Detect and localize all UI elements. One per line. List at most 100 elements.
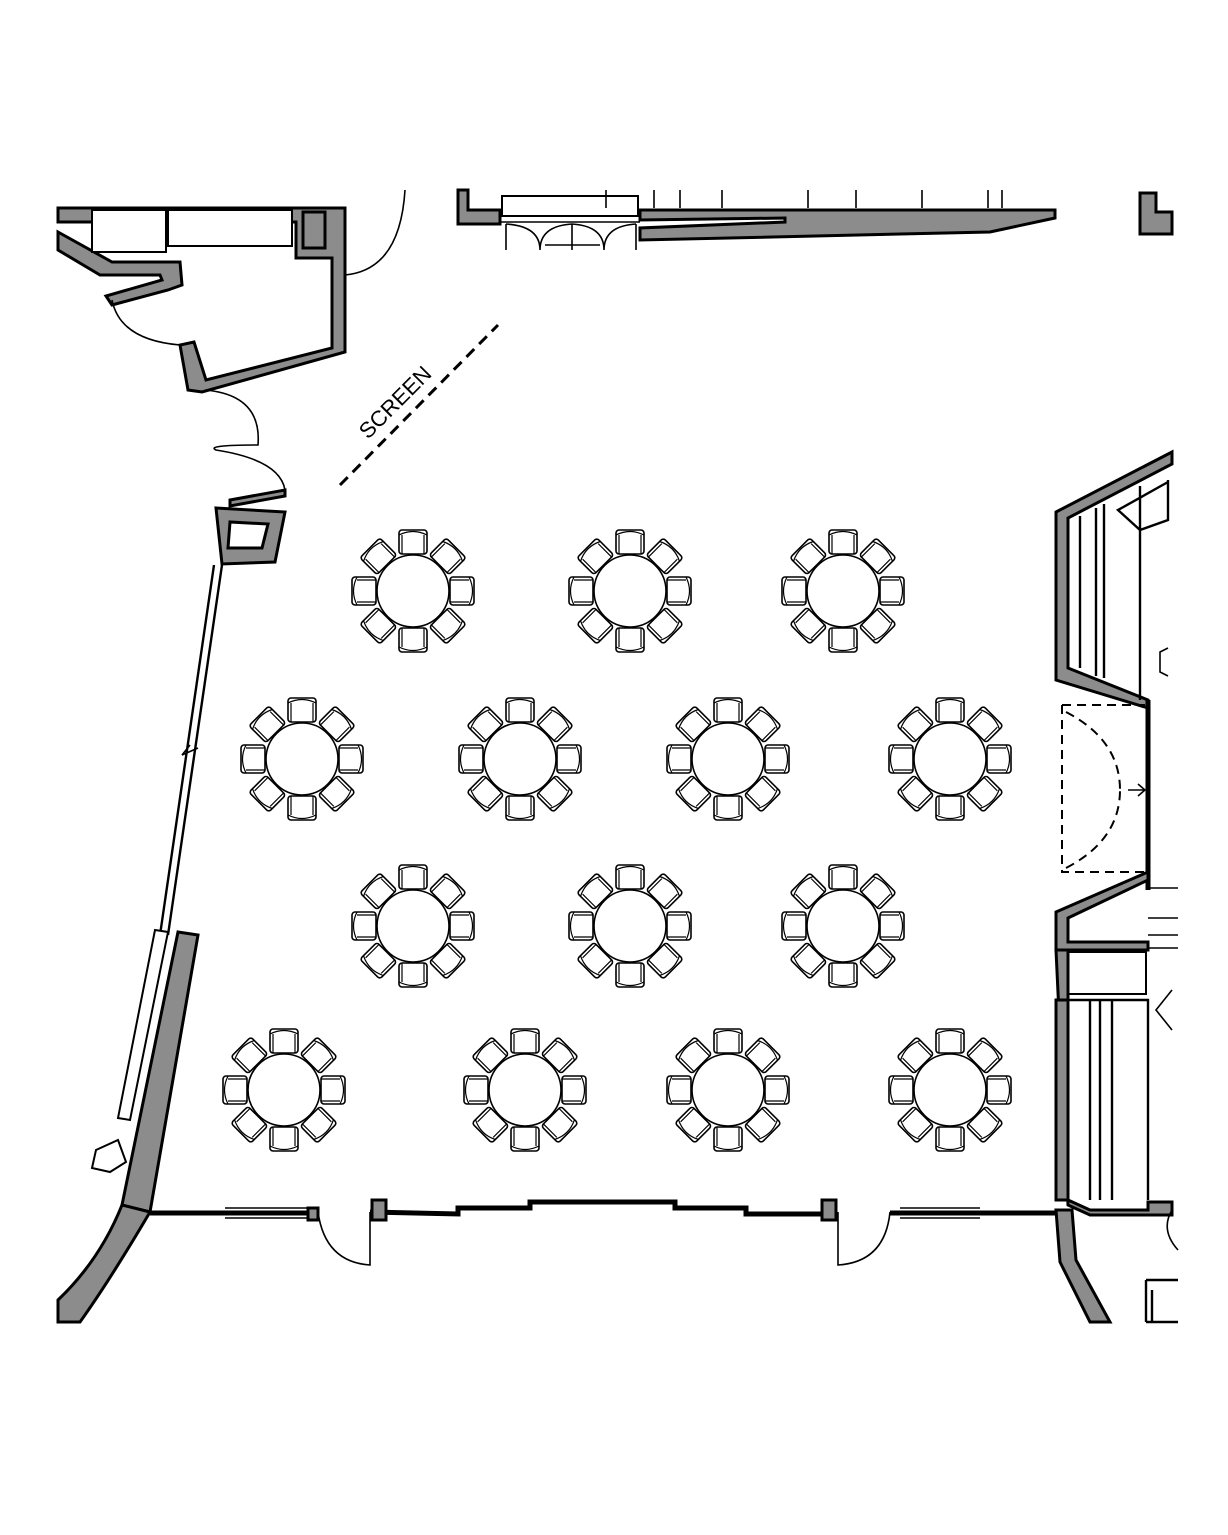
top-double-door-left	[505, 223, 573, 251]
chair	[505, 697, 535, 723]
chair	[360, 607, 397, 644]
chair	[859, 538, 896, 575]
round-table-6	[666, 697, 790, 821]
chair	[615, 962, 645, 988]
chair	[790, 942, 827, 979]
round-table-10	[781, 864, 905, 988]
chair	[888, 744, 914, 774]
chair	[790, 873, 827, 910]
chair	[615, 627, 645, 653]
top-right-door-swing	[344, 189, 406, 276]
chair	[781, 911, 807, 941]
bottom-wall-center	[369, 1199, 830, 1217]
chair	[966, 706, 1003, 743]
chair	[240, 744, 266, 774]
chair	[351, 576, 377, 606]
bottom-post-left	[306, 1206, 320, 1222]
table-top	[483, 722, 557, 796]
chair	[577, 538, 614, 575]
chair	[828, 627, 858, 653]
chair	[879, 911, 905, 941]
chair	[536, 775, 573, 812]
chair	[510, 1028, 540, 1054]
left-wall-small-segment	[228, 488, 287, 508]
round-table-2	[568, 529, 692, 653]
chair	[429, 607, 466, 644]
left-wall	[56, 389, 287, 1324]
chair	[713, 795, 743, 821]
chair	[287, 697, 317, 723]
chair	[429, 873, 466, 910]
chair	[467, 706, 504, 743]
chair	[781, 576, 807, 606]
right-lower-inner-lines	[1068, 998, 1150, 1200]
bottom-post-center-right	[820, 1198, 838, 1222]
chair	[360, 873, 397, 910]
right-middle-box	[1065, 951, 1147, 995]
table-top	[691, 1053, 765, 1127]
chair	[859, 607, 896, 644]
top-wall-opening	[501, 195, 639, 217]
chair	[472, 1037, 509, 1074]
chair	[935, 697, 965, 723]
chair	[577, 942, 614, 979]
top-wall-mullions	[605, 190, 1003, 208]
chair	[888, 1075, 914, 1105]
top-left-pillar	[301, 210, 327, 250]
round-table-3	[781, 529, 905, 653]
chair	[828, 529, 858, 555]
table-top	[488, 1053, 562, 1127]
chair	[269, 1028, 299, 1054]
chair	[646, 873, 683, 910]
chair	[859, 873, 896, 910]
chair	[231, 1037, 268, 1074]
table-top	[806, 554, 880, 628]
chair	[744, 706, 781, 743]
chair	[463, 1075, 489, 1105]
chair	[351, 911, 377, 941]
round-table-13	[666, 1028, 790, 1152]
chair	[577, 607, 614, 644]
chair	[249, 706, 286, 743]
chair	[568, 576, 594, 606]
bottom-wall	[150, 1198, 1060, 1266]
bottom-wall-right-window	[900, 1207, 980, 1219]
right-bottom-curve-wall	[1054, 1208, 1113, 1324]
chair	[966, 1106, 1003, 1143]
chair	[897, 775, 934, 812]
chair	[300, 1106, 337, 1143]
chair	[764, 744, 790, 774]
chair	[790, 538, 827, 575]
chair	[458, 744, 484, 774]
left-pillar	[214, 506, 287, 566]
chair	[764, 1075, 790, 1105]
chair	[935, 1028, 965, 1054]
chair	[536, 706, 573, 743]
chair	[713, 1126, 743, 1152]
chair	[449, 911, 475, 941]
chair	[287, 795, 317, 821]
table-top	[376, 554, 450, 628]
chair	[986, 744, 1012, 774]
top-left-angled-wall	[56, 229, 184, 307]
round-table-7	[888, 697, 1012, 821]
top-wall-long-segment	[638, 208, 1057, 242]
round-table-11	[222, 1028, 346, 1152]
chair	[541, 1037, 578, 1074]
chair	[675, 1037, 712, 1074]
right-lower-column	[1054, 998, 1070, 1202]
chair	[897, 1106, 934, 1143]
right-door-arrow	[1128, 783, 1147, 797]
chair	[467, 775, 504, 812]
chair	[666, 744, 692, 774]
top-left-counter	[91, 209, 167, 253]
top-double-door-right	[545, 223, 637, 251]
chair	[646, 942, 683, 979]
table-top	[265, 722, 339, 796]
chair	[338, 744, 364, 774]
table-top	[376, 889, 450, 963]
top-right-corner-stub	[1138, 191, 1174, 236]
chair	[897, 1037, 934, 1074]
left-window-break	[181, 744, 199, 756]
